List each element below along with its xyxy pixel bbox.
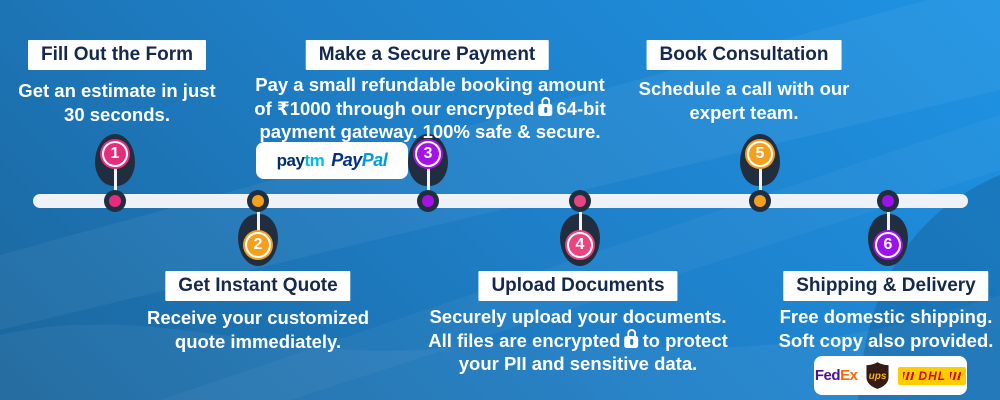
step-5-number-badge: 5 bbox=[745, 139, 775, 169]
map-pin-icon bbox=[560, 214, 600, 266]
step-4-title: Upload Documents bbox=[478, 271, 678, 301]
step-2-number-badge: 2 bbox=[243, 230, 273, 260]
shipping-logos: FedEx ups DHL bbox=[814, 356, 967, 395]
lock-icon bbox=[538, 96, 553, 116]
step-2-description: Receive your customized quote immediatel… bbox=[146, 307, 370, 352]
step-1-number-badge: 1 bbox=[100, 139, 130, 169]
lock-icon bbox=[624, 328, 639, 348]
step-1-title: Fill Out the Form bbox=[28, 40, 206, 70]
step-3-description: Pay a small refundable booking amount of… bbox=[254, 74, 606, 142]
timeline-bar bbox=[33, 194, 968, 208]
step-3-title: Make a Secure Payment bbox=[305, 40, 549, 70]
step-5-description: Schedule a call with our expert team. bbox=[638, 78, 850, 123]
step-6-description: Free domestic shipping. Soft copy also p… bbox=[778, 306, 994, 351]
paytm-logo: paytm bbox=[276, 150, 325, 170]
map-pin-icon bbox=[408, 134, 448, 186]
step-1-description: Get an estimate in just 30 seconds. bbox=[18, 80, 216, 125]
step-6-title: Shipping & Delivery bbox=[783, 271, 989, 301]
step-4-description: Securely upload your documents. All file… bbox=[428, 306, 728, 374]
map-pin-icon bbox=[740, 134, 780, 186]
map-pin-icon bbox=[238, 214, 278, 266]
fedex-logo: FedEx bbox=[814, 367, 858, 384]
payment-logos: paytm PayPal bbox=[256, 142, 408, 179]
step-3-number-badge: 3 bbox=[413, 139, 443, 169]
step-2-title: Get Instant Quote bbox=[165, 271, 351, 301]
step-4-number-badge: 4 bbox=[565, 230, 595, 260]
dhl-logo: DHL bbox=[898, 366, 967, 385]
svg-text:ups: ups bbox=[869, 371, 887, 382]
step-6-number-badge: 6 bbox=[873, 230, 903, 260]
dhl-stripes-left bbox=[903, 371, 915, 380]
paypal-logo: PayPal bbox=[331, 150, 388, 170]
step-5-title: Book Consultation bbox=[646, 40, 842, 70]
dhl-stripes-right bbox=[950, 371, 962, 380]
ups-logo: ups bbox=[866, 362, 889, 389]
map-pin-icon bbox=[868, 214, 908, 266]
map-pin-icon bbox=[95, 134, 135, 186]
